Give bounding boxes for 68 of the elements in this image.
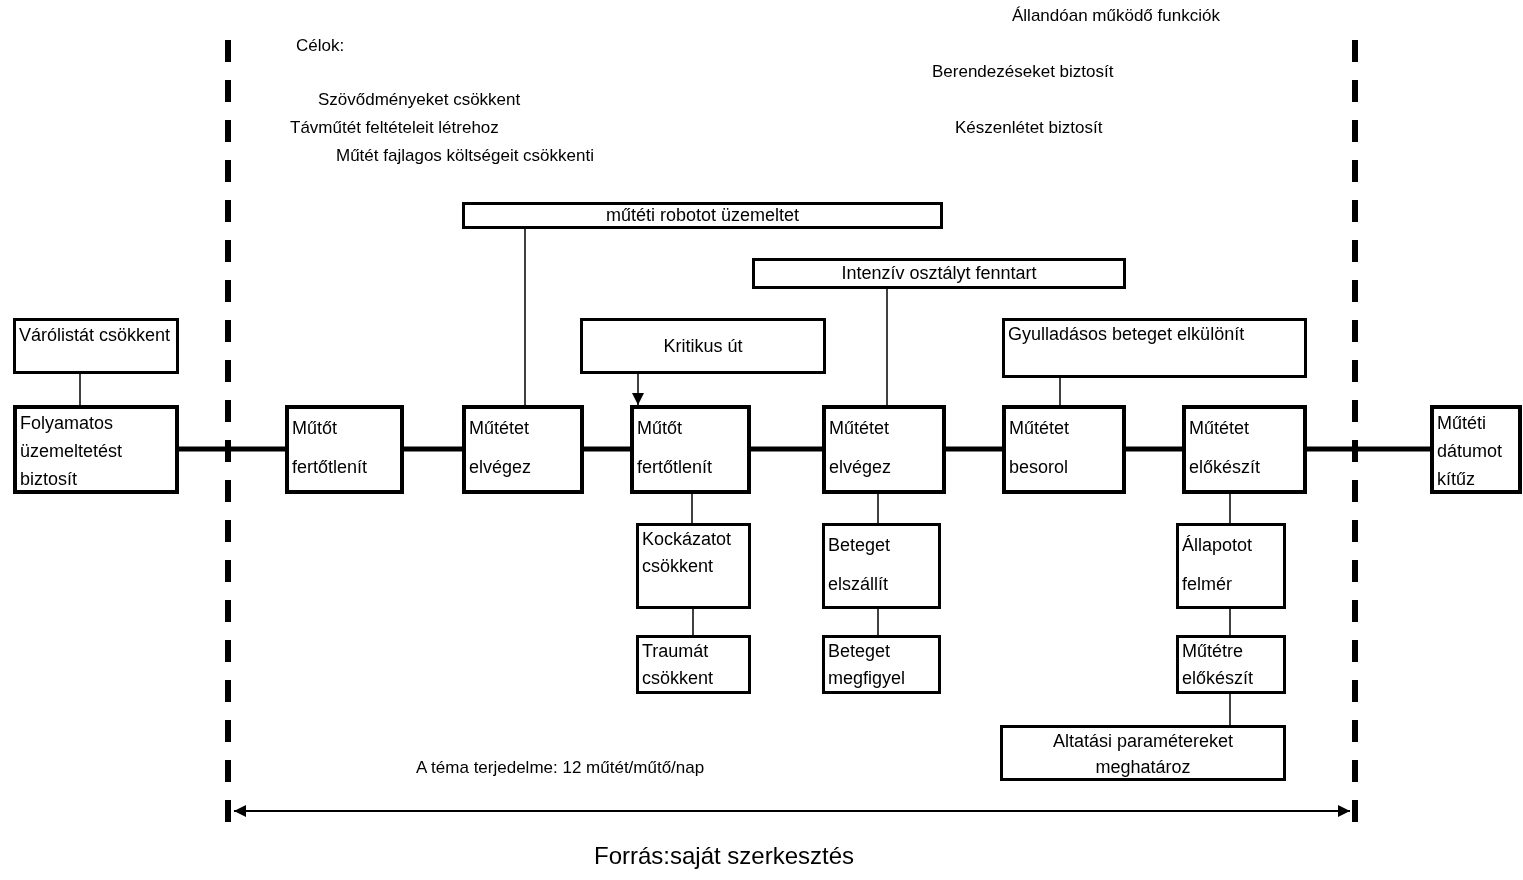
connector-line: [79, 373, 81, 406]
node-label: Kritikus út: [662, 336, 744, 356]
process-box: [462, 405, 584, 494]
node-label: Állapotot felmér: [1182, 534, 1254, 596]
node-label: Műtétre előkészít: [1182, 640, 1255, 690]
node-label: Kockázatot csökkent: [642, 528, 733, 578]
note-box: [13, 318, 179, 374]
note-box: [636, 635, 751, 694]
connector-line: [691, 493, 693, 524]
note-text: Műtét fajlagos költségeit csökkenti: [336, 146, 594, 166]
note-text: Célok:: [296, 36, 345, 56]
connector-line: [1126, 446, 1182, 452]
note-box: [1002, 318, 1307, 378]
connector-line: [1229, 608, 1231, 636]
note-box: [580, 318, 826, 374]
node-label: Várólistát csökkent: [19, 324, 172, 347]
note-text: Szövődményeket csökkent: [318, 90, 521, 110]
node-label: Műtétet besorol: [1009, 417, 1071, 479]
note-box: [822, 635, 941, 694]
connector-line: [524, 228, 526, 406]
connector-line: [1229, 493, 1231, 524]
note-text: Berendezéseket biztosít: [932, 62, 1114, 82]
node-label: Altatási paramétereket meghatároz: [1051, 730, 1235, 779]
connector-line: [1307, 446, 1430, 452]
connector-line: [1229, 693, 1231, 726]
connector-line: [692, 608, 694, 636]
caption: Forrás:saját szerkesztés: [594, 842, 855, 870]
connector-line: [1059, 377, 1061, 406]
node-label: Műtétet elvégez: [829, 417, 893, 479]
connector-line: [946, 446, 1002, 452]
process-box: [630, 405, 751, 494]
node-label: Műtőt fertőtlenít: [292, 417, 369, 479]
node-label: Beteget megfigyel: [828, 640, 907, 690]
note-text: A téma terjedelme: 12 műtét/műtő/nap: [416, 758, 705, 778]
note-box: [1176, 635, 1286, 694]
note-text: Készenlétet biztosít: [955, 118, 1103, 138]
connector-line: [751, 446, 822, 452]
connector-line: [877, 493, 879, 524]
process-box: [13, 405, 179, 494]
note-box: [752, 258, 1126, 289]
process-box: [1430, 405, 1522, 494]
node-label: Intenzív osztályt fenntart: [840, 262, 1038, 285]
process-box: [1002, 405, 1126, 494]
note-box: [462, 202, 943, 229]
node-label: műtéti robotot üzemeltet: [604, 205, 801, 225]
node-label: Műtőt fertőtlenít: [637, 417, 714, 479]
connector-line: [404, 446, 462, 452]
node-label: Folyamatos üzemeltetést biztosít: [20, 412, 124, 491]
node-label: Traumát csökkent: [642, 640, 715, 690]
node-label: Műtétet elvégez: [469, 417, 533, 479]
process-box: [285, 405, 404, 494]
node-label: Műtétet előkészít: [1189, 417, 1262, 479]
node-label: Gyulladásos beteget elkülönít: [1008, 323, 1246, 346]
node-label: Beteget elszállít: [828, 534, 892, 596]
connector-line: [584, 446, 630, 452]
note-box: [1176, 523, 1286, 609]
connector-line: [877, 608, 879, 636]
process-box: [1182, 405, 1307, 494]
note-text: Távműtét feltételeit létrehoz: [290, 118, 499, 138]
arrow: [632, 373, 644, 406]
process-box: [822, 405, 946, 494]
note-box: [1000, 725, 1286, 781]
note-box: [822, 523, 941, 609]
connector-line: [179, 446, 285, 452]
connector-line: [886, 288, 888, 406]
node-label: Műtéti dátumot kítűz: [1437, 412, 1504, 491]
note-box: [636, 523, 751, 609]
note-text: Állandóan működő funkciók: [1012, 6, 1220, 26]
